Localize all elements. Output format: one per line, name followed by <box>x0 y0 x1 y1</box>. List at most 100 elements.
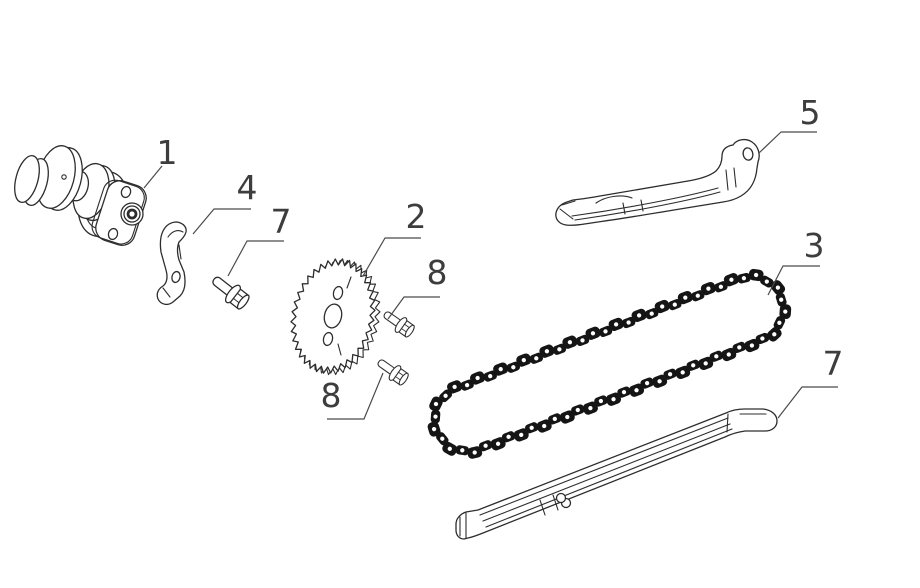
guide-lower-notch-2 <box>552 494 559 511</box>
chain-link <box>628 383 645 397</box>
callout-1-leader <box>143 165 163 189</box>
chain-link <box>677 290 693 305</box>
callout-4-label: 4 <box>237 168 258 207</box>
chain-link <box>562 335 578 349</box>
chain-link <box>506 361 520 373</box>
chain-link <box>427 421 441 437</box>
callout-5-leader <box>758 131 817 154</box>
guide-upper-tip-lines <box>559 200 576 220</box>
chain-link <box>582 401 598 415</box>
chain-link <box>709 350 723 362</box>
chain-link <box>775 293 787 307</box>
chain-link <box>608 317 624 332</box>
chain-link <box>645 307 659 320</box>
chain-link <box>621 316 636 329</box>
chain-link <box>686 359 700 371</box>
chain-link <box>700 281 716 296</box>
guide-lower-rail-line-1 <box>479 417 729 516</box>
guide-lower-rail-line-2 <box>482 423 731 522</box>
chain-link <box>721 347 737 362</box>
callout-5: 5 <box>758 93 821 154</box>
guide-upper-body <box>555 138 760 226</box>
chain-link <box>723 273 739 287</box>
chain-link <box>605 392 622 406</box>
camshaft-hub-center <box>129 211 135 217</box>
chain-link <box>536 419 552 433</box>
chain-link <box>571 404 585 416</box>
chain-link <box>640 377 654 389</box>
flange-hole-upper <box>120 185 132 199</box>
guide-upper-rib-2 <box>640 199 644 212</box>
guide-lower-rail-line-3 <box>485 428 733 528</box>
chain-link <box>594 395 608 407</box>
chain-link <box>585 326 601 340</box>
chain-link <box>575 334 590 347</box>
callout-4: 4 <box>192 168 258 235</box>
part-camshaft-assembly <box>14 145 147 246</box>
chain-link <box>773 316 786 330</box>
chain-link <box>429 396 443 412</box>
chain-link <box>552 343 567 355</box>
chain-link <box>529 352 543 364</box>
callout-8b: 8 <box>321 372 384 420</box>
guide-upper-rib-4 <box>733 167 737 188</box>
callout-8b-label: 8 <box>321 376 342 415</box>
chain-link <box>691 290 705 302</box>
callout-2-label: 2 <box>406 197 427 236</box>
chain-link <box>470 371 486 385</box>
chain-link <box>755 332 770 345</box>
chain-link <box>525 422 539 434</box>
retainer-plate-body <box>156 221 187 306</box>
sprocket-bolt-upper <box>379 306 418 341</box>
callouts: 1 4 7 2 8 8 5 3 <box>143 93 844 420</box>
chain-link <box>744 338 760 353</box>
guide-upper-pad-line <box>595 195 633 204</box>
sprocket-center-hole <box>323 303 343 329</box>
guide-lower-peg <box>555 492 567 504</box>
guide-lower-bend-line <box>726 413 729 433</box>
callout-8a: 8 <box>387 253 448 320</box>
guide-upper-rib-3 <box>725 169 729 191</box>
chain-link <box>478 440 493 452</box>
callout-8a-label: 8 <box>427 253 448 292</box>
callout-7b-label: 7 <box>823 344 844 383</box>
chain-link <box>598 325 613 338</box>
retainer-plate-hole <box>171 270 181 284</box>
callout-3-label: 3 <box>804 226 825 265</box>
callout-2: 2 <box>362 197 427 277</box>
guide-upper-rail-line-1 <box>571 187 719 217</box>
callout-5-label: 5 <box>800 93 821 132</box>
sprocket-bolt-hole-upper <box>332 285 344 301</box>
chain-link <box>760 275 774 288</box>
guide-upper-rib-1 <box>622 202 626 215</box>
callout-7a: 7 <box>227 202 292 277</box>
chain-link <box>766 327 782 342</box>
guide-lower-foot-lines <box>459 512 467 539</box>
chain-link <box>631 308 647 323</box>
retainer-plate-fold-line <box>167 230 184 238</box>
chain-link <box>467 446 483 459</box>
camshaft-endcap <box>14 154 40 204</box>
callout-3: 3 <box>767 226 825 296</box>
chain-link <box>779 304 792 319</box>
retainer-plate-edge-line <box>178 244 182 260</box>
part-chain-guide-upper <box>555 138 760 226</box>
guide-upper-rail-line-2 <box>574 191 721 221</box>
guide-upper-hole <box>742 147 754 161</box>
chain-link <box>748 268 764 282</box>
chain-link <box>737 272 751 284</box>
callout-8b-leader <box>327 372 384 420</box>
part-timing-chain <box>427 268 792 459</box>
chain-link <box>652 374 668 388</box>
chain-link <box>501 431 516 443</box>
callout-7b: 7 <box>777 344 844 419</box>
chain-link <box>732 341 746 354</box>
chain-link <box>483 370 497 382</box>
chain-link <box>436 432 449 446</box>
flange-hole-lower <box>107 227 119 241</box>
part-chain-guide-lower <box>455 408 778 540</box>
callout-1: 1 <box>143 133 178 189</box>
chain-link <box>698 356 714 371</box>
